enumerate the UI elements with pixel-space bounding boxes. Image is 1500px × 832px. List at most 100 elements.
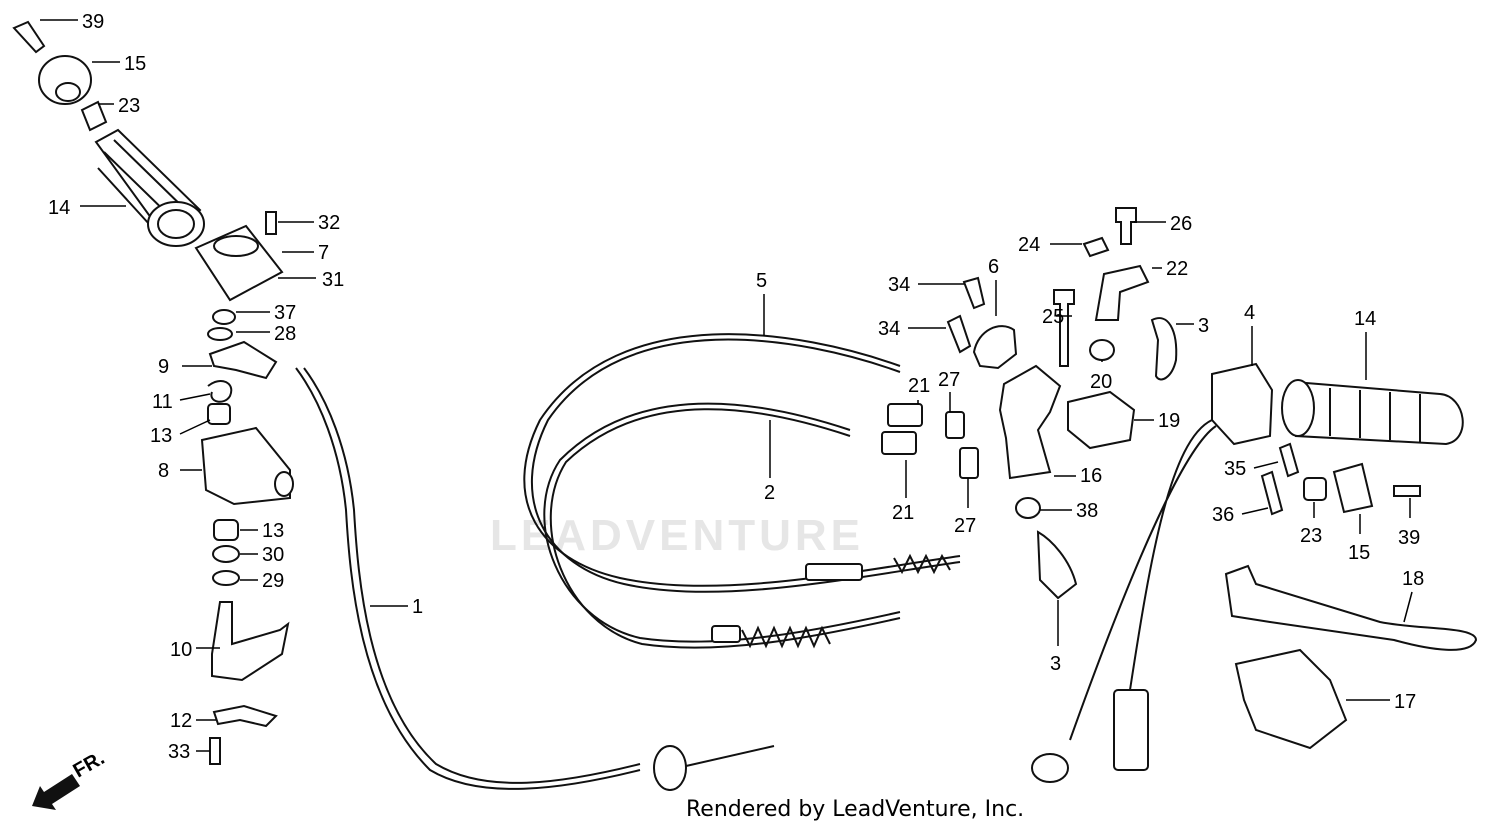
dust-cover-3-upper[interactable] bbox=[1150, 317, 1178, 381]
callout-9[interactable]: 9 bbox=[158, 356, 169, 378]
callout-18[interactable]: 18 bbox=[1402, 568, 1424, 590]
callout-7[interactable]: 7 bbox=[318, 242, 329, 264]
brake-lever-18[interactable] bbox=[1224, 564, 1478, 651]
adjuster-21-lower[interactable] bbox=[881, 431, 917, 455]
spring-11[interactable] bbox=[207, 380, 233, 403]
left-grip-14[interactable] bbox=[94, 128, 205, 247]
callout-10[interactable]: 10 bbox=[170, 639, 192, 661]
bolt-39-right[interactable] bbox=[1393, 485, 1421, 497]
cable-5[interactable] bbox=[523, 333, 961, 593]
switch-housing-4[interactable] bbox=[1031, 362, 1274, 783]
bushing-13-upper[interactable] bbox=[207, 403, 231, 425]
callout-16[interactable]: 16 bbox=[1080, 465, 1102, 487]
callout-27[interactable]: 27 bbox=[938, 369, 960, 391]
callout-8[interactable]: 8 bbox=[158, 460, 169, 482]
nut-37[interactable] bbox=[212, 309, 236, 325]
callout-29[interactable]: 29 bbox=[262, 570, 284, 592]
callout-leader bbox=[1241, 507, 1269, 515]
callout-36[interactable]: 36 bbox=[1212, 504, 1234, 526]
callout-30[interactable]: 30 bbox=[262, 544, 284, 566]
callout-23[interactable]: 23 bbox=[118, 95, 140, 117]
callout-25[interactable]: 25 bbox=[1042, 306, 1064, 328]
callout-23[interactable]: 23 bbox=[1300, 525, 1322, 547]
throttle-cover-7[interactable] bbox=[194, 224, 284, 302]
callout-38[interactable]: 38 bbox=[1076, 500, 1098, 522]
callout-31[interactable]: 31 bbox=[322, 269, 344, 291]
throttle-bolt-39[interactable] bbox=[12, 20, 46, 54]
callout-39[interactable]: 39 bbox=[82, 11, 104, 33]
adjuster-21-upper[interactable] bbox=[887, 403, 923, 427]
bolt-25[interactable] bbox=[1053, 289, 1075, 367]
nut-27-lower[interactable] bbox=[959, 447, 979, 479]
callout-32[interactable]: 32 bbox=[318, 212, 340, 234]
nut-27-upper[interactable] bbox=[945, 411, 965, 439]
callout-layer: 3915231432731372891113813302910123315234… bbox=[40, 11, 1424, 763]
dust-cover-3-lower[interactable] bbox=[1036, 530, 1078, 600]
callout-17[interactable]: 17 bbox=[1394, 691, 1416, 713]
callout-12[interactable]: 12 bbox=[170, 710, 192, 732]
screw-36[interactable] bbox=[1260, 470, 1284, 516]
callout-24[interactable]: 24 bbox=[1018, 234, 1040, 256]
callout-20[interactable]: 20 bbox=[1090, 371, 1112, 393]
callout-33[interactable]: 33 bbox=[168, 741, 190, 763]
washer-29[interactable] bbox=[212, 570, 240, 586]
callout-21[interactable]: 21 bbox=[892, 502, 914, 524]
screw-32[interactable] bbox=[265, 211, 277, 235]
callout-13[interactable]: 13 bbox=[150, 425, 172, 447]
callout-15[interactable]: 15 bbox=[1348, 542, 1370, 564]
throttle-cable-1[interactable] bbox=[295, 367, 775, 791]
clip-20[interactable] bbox=[1089, 339, 1115, 361]
nut-38[interactable] bbox=[1015, 497, 1041, 519]
callout-22[interactable]: 22 bbox=[1166, 258, 1188, 280]
callout-6[interactable]: 6 bbox=[988, 256, 999, 278]
callout-27[interactable]: 27 bbox=[954, 515, 976, 537]
throttle-lever-10[interactable] bbox=[211, 601, 290, 682]
callout-21[interactable]: 21 bbox=[908, 375, 930, 397]
screw-34-upper[interactable] bbox=[962, 276, 986, 310]
cable-2[interactable] bbox=[543, 402, 901, 649]
throttle-housing-8[interactable] bbox=[200, 426, 294, 506]
callout-35[interactable]: 35 bbox=[1224, 458, 1246, 480]
callout-15[interactable]: 15 bbox=[124, 53, 146, 75]
lever-pivot-22[interactable] bbox=[1094, 264, 1150, 321]
callout-28[interactable]: 28 bbox=[274, 323, 296, 345]
bar-end-weight-15[interactable] bbox=[38, 55, 92, 105]
plate-24[interactable] bbox=[1082, 236, 1110, 258]
callout-2[interactable]: 2 bbox=[764, 482, 775, 504]
callout-14[interactable]: 14 bbox=[1354, 308, 1376, 330]
callout-34[interactable]: 34 bbox=[888, 274, 910, 296]
screw-35[interactable] bbox=[1278, 442, 1300, 478]
holder-6[interactable] bbox=[972, 325, 1018, 370]
washer-28[interactable] bbox=[207, 327, 233, 341]
bracket-16[interactable] bbox=[998, 364, 1062, 480]
collar-23[interactable] bbox=[80, 100, 108, 132]
bolt-33[interactable] bbox=[209, 737, 221, 765]
callout-3[interactable]: 3 bbox=[1050, 653, 1061, 675]
callout-19[interactable]: 19 bbox=[1158, 410, 1180, 432]
callout-4[interactable]: 4 bbox=[1244, 302, 1255, 324]
bushing-13-lower[interactable] bbox=[213, 519, 239, 541]
callout-14[interactable]: 14 bbox=[48, 197, 70, 219]
bar-end-15-right[interactable] bbox=[1332, 462, 1374, 514]
callout-39[interactable]: 39 bbox=[1398, 527, 1420, 549]
right-grip-14[interactable] bbox=[1281, 379, 1464, 446]
lever-cover-17[interactable] bbox=[1234, 648, 1348, 750]
front-direction-arrow: FR. bbox=[32, 747, 108, 810]
clamp-12[interactable] bbox=[212, 704, 278, 728]
callout-26[interactable]: 26 bbox=[1170, 213, 1192, 235]
callout-5[interactable]: 5 bbox=[756, 270, 767, 292]
switch-19[interactable] bbox=[1067, 390, 1136, 450]
callout-1[interactable]: 1 bbox=[412, 596, 423, 618]
callout-13[interactable]: 13 bbox=[262, 520, 284, 542]
callout-3[interactable]: 3 bbox=[1198, 315, 1209, 337]
collar-23-right[interactable] bbox=[1303, 477, 1327, 501]
throttle-arm-9[interactable] bbox=[208, 340, 278, 380]
callout-34[interactable]: 34 bbox=[878, 318, 900, 340]
screw-34-lower[interactable] bbox=[946, 314, 972, 354]
callout-11[interactable]: 11 bbox=[152, 391, 173, 413]
bolt-26[interactable] bbox=[1115, 207, 1137, 245]
callout-37[interactable]: 37 bbox=[274, 302, 296, 324]
seal-30[interactable] bbox=[212, 545, 240, 563]
